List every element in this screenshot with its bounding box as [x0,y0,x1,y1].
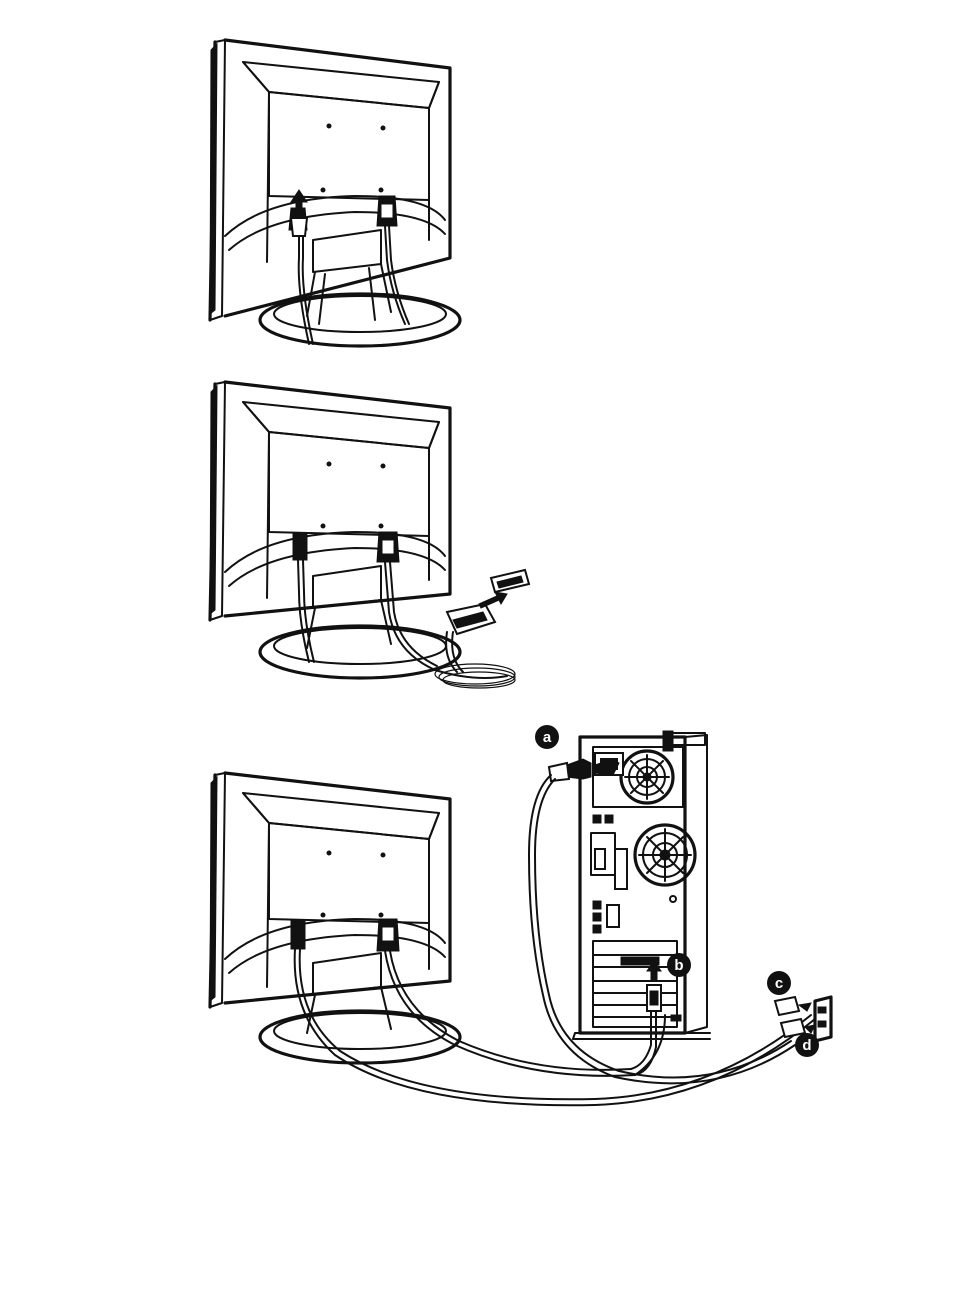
step-2-connect-signal-cable [195,372,535,702]
monitor-rear-view-2 [195,372,535,702]
callout-d: d [795,1033,819,1057]
callout-d-label: d [802,1037,811,1054]
mount-screw-icon [321,524,325,528]
arrow-right-icon [479,592,507,608]
mount-screw-icon [327,462,331,466]
mount-screw-icon [381,126,385,130]
mount-screw-icon [327,124,331,128]
callout-a: a [535,725,559,749]
power-plug-icon [781,1019,805,1037]
mount-screw-icon [379,524,383,528]
power-plug-icon [567,759,591,779]
mount-screw-icon [381,853,385,857]
mount-screw-icon [381,464,385,468]
power-plug-icon [291,921,305,949]
mount-screw-icon [321,188,325,192]
step-1-connect-power-to-monitor [195,30,525,350]
power-plug-icon [293,534,307,560]
power-plug-icon [775,997,799,1015]
callout-b: b [667,953,691,977]
arrow-right-icon [799,1003,811,1011]
callout-a-label: a [543,729,552,746]
power-plug-icon [291,218,307,236]
callout-b-label: b [674,957,683,974]
callout-c: c [767,971,791,995]
mount-screw-icon [327,851,331,855]
mount-screw-icon [321,913,325,917]
step-3-connect-computer-and-outlet: a b c d [195,715,855,1115]
monitor-computer-connection-diagram: a b c d [195,715,855,1115]
wall-outlet-icon [815,997,831,1041]
mount-screw-icon [379,188,383,192]
callout-c-label: c [775,975,783,992]
mount-screw-icon [379,913,383,917]
arrow-up-icon [291,190,307,210]
monitor-rear-view-1 [195,30,525,350]
